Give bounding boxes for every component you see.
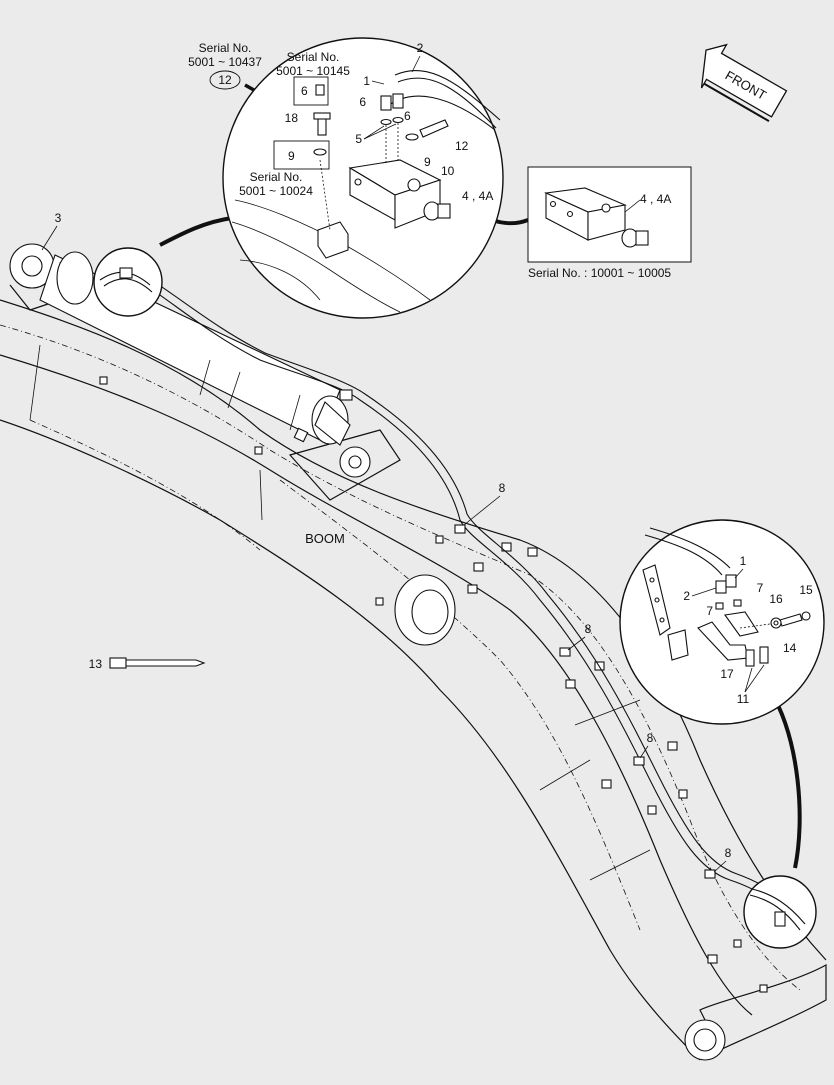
boom (0, 299, 827, 1061)
label-18: 18 (285, 111, 299, 125)
right-label-7a: 7 (757, 581, 764, 595)
right-label-1: 1 (740, 554, 747, 568)
label-12-top: 12 (455, 139, 469, 153)
boom-label: BOOM (305, 531, 345, 546)
right-label-2: 2 (683, 589, 690, 603)
inset-label-4-4a: 4 , 4A (640, 192, 671, 206)
label-6-right: 6 (404, 109, 411, 123)
serial-b-line2: 5001 ~ 10145 (276, 64, 350, 78)
label-8-d: 8 (725, 846, 732, 860)
label-4-4a-top: 4 , 4A (462, 189, 493, 203)
hose-lines (119, 264, 801, 919)
label-6-left: 6 (359, 95, 366, 109)
label-8-c: 8 (647, 731, 654, 745)
callout-12-ring (209, 70, 241, 90)
right-label-17: 17 (720, 667, 734, 681)
inset-box: 4 , 4A Serial No. : 10001 ~ 10005 (527, 166, 692, 280)
right-detail: 1 2 7 7 16 15 14 17 11 (619, 519, 825, 725)
right-label-11: 11 (737, 692, 750, 706)
label-9-boxed: 9 (288, 149, 295, 163)
serial-c-line1: Serial No. (250, 170, 303, 184)
inset-serial: Serial No. : 10001 ~ 10005 (528, 266, 671, 280)
right-label-7b: 7 (706, 604, 713, 618)
front-arrow: FRONT (700, 43, 788, 123)
label-8-a: 8 (499, 481, 506, 495)
label-12-ring: 12 (218, 73, 232, 87)
detail-circle-cylinder (93, 247, 163, 317)
label-3: 3 (55, 211, 62, 225)
label-10: 10 (441, 164, 455, 178)
serial-c-line2: 5001 ~ 10024 (239, 184, 313, 198)
label-8-b: 8 (585, 622, 592, 636)
label-13: 13 (89, 657, 103, 671)
right-label-15: 15 (799, 583, 813, 597)
label-6-boxed: 6 (301, 84, 308, 98)
label-9: 9 (424, 155, 431, 169)
label-2-top: 2 (417, 41, 424, 55)
leader-to-top-detail (159, 216, 233, 247)
serial-b-line1: Serial No. (287, 50, 340, 64)
label-5: 5 (355, 132, 362, 146)
leader-to-right-detail (768, 688, 802, 869)
label-1-top: 1 (363, 74, 370, 88)
right-label-14: 14 (783, 641, 797, 655)
top-detail: Serial No. 5001 ~ 10437 12 Serial No. 50… (188, 37, 504, 319)
serial-a-line2: 5001 ~ 10437 (188, 55, 262, 69)
cable-tie: 13 (89, 657, 206, 671)
serial-a-line1: Serial No. (199, 41, 252, 55)
right-label-16: 16 (769, 592, 783, 606)
